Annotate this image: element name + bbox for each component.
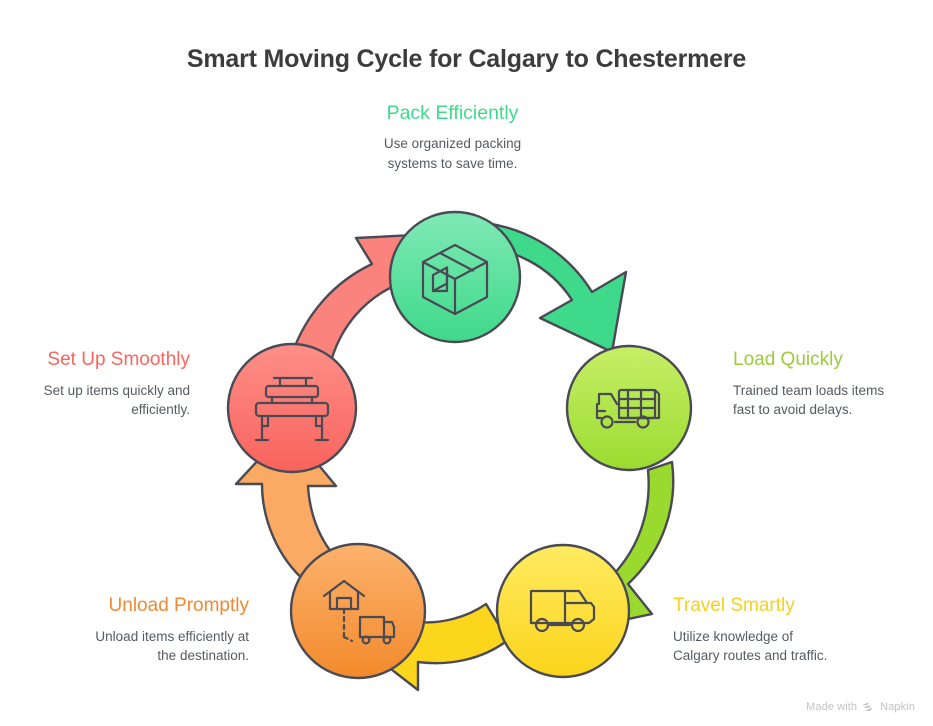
moving-van-icon [529,589,596,633]
node-label-load: Load Quickly Trained team loads items fa… [733,348,925,419]
package-box-icon [421,243,489,316]
node-heading-unload: Unload Promptly [108,595,249,616]
furniture-table-icon [254,376,330,442]
node-description-unload: Unload items efficiently at the destinat… [95,628,249,663]
node-label-setup: Set Up Smoothly Set up items quickly and… [8,348,190,419]
watermark-text: Made with [806,701,858,713]
node-description-load: Trained team loads items fast to avoid d… [733,382,885,417]
watermark-brand: Napkin [880,701,915,713]
node-label-travel: Travel Smartly Utilize knowledge of Calg… [673,594,913,665]
node-description-setup: Set up items quickly and efficiently. [43,382,190,417]
node-description-travel: Utilize knowledge of Calgary routes and … [673,628,828,663]
cargo-truck-icon [595,388,661,429]
node-circle-setup[interactable] [226,342,358,474]
node-heading-setup: Set Up Smoothly [47,349,190,370]
node-label-pack: Pack Efficiently Use organized packing s… [286,101,619,173]
node-heading-pack: Pack Efficiently [386,102,519,124]
node-circle-unload[interactable] [289,542,427,680]
page-title: Smart Moving Cycle for Calgary to Cheste… [186,45,747,73]
node-circle-pack[interactable] [388,210,522,344]
node-description-pack: Use organized packing systems to save ti… [383,136,522,171]
warehouse-delivery-icon [322,579,396,645]
node-heading-travel: Travel Smartly [673,595,795,616]
napkin-watermark: Made with Napkin [806,701,915,713]
node-circle-travel[interactable] [495,543,631,679]
node-label-unload: Unload Promptly Unload items efficiently… [28,594,249,665]
napkin-logo-icon [862,701,873,711]
node-heading-load: Load Quickly [733,349,843,370]
